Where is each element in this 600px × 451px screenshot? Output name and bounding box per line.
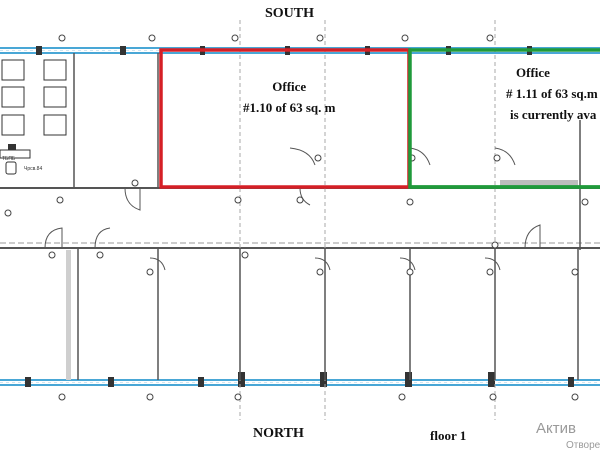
watermark-line2: Отворе [566,440,600,451]
furniture-label-2: Чрсв.84 [24,166,43,172]
north-label: NORTH [253,426,304,441]
watermark-line1: Актив [536,420,576,437]
office-1-11-label: Office # 1.11 of 63 sq.m is currently av… [506,62,598,125]
office-1-10-label: Office #1.10 of 63 sq. m [243,76,335,118]
south-label: SOUTH [265,6,315,21]
office-1-10-line1: Office [272,79,307,94]
office-1-11-line3: is currently ava [510,107,597,122]
office-1-11-line1: Office [516,65,550,80]
office-1-10-highlight [159,48,411,189]
furniture-label-1: ТБПБ [2,156,16,162]
office-1-10-line2: #1.10 of 63 sq. m [243,100,336,115]
office-1-11-line2: # 1.11 of 63 sq.m [506,86,598,101]
furniture-desks [0,59,67,175]
floor-label: floor 1 [430,428,467,443]
